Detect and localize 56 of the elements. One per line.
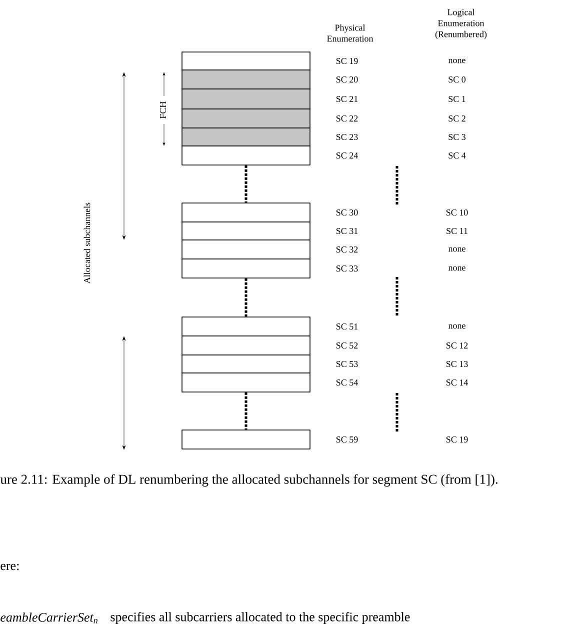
subchannel-box [182, 240, 310, 260]
logical-number: none [448, 247, 466, 252]
logical-number: SC 3 [448, 134, 466, 140]
subchannel-box [182, 222, 310, 240]
logical-number: SC 0 [448, 76, 466, 83]
logical-number: SC 14 [446, 379, 468, 386]
physical-number: SC 54 [336, 379, 358, 386]
logical-number: SC 19 [446, 436, 468, 443]
subchannel-box [182, 202, 310, 222]
physical-number: SC 59 [336, 436, 358, 443]
column-header: Physical Enumeration [327, 24, 374, 42]
logical-number: SC 13 [446, 360, 468, 368]
physical-number: SC 52 [336, 342, 358, 349]
subchannel-box [182, 88, 310, 110]
dimension-label: Allocated subchannels [84, 202, 90, 284]
logical-number: SC 1 [448, 96, 466, 102]
subchannel-box [182, 70, 310, 90]
formula-text: eambleCarrierSet$_{n}$ [0, 612, 98, 624]
subchannel-box [182, 372, 310, 392]
physical-number: SC 24 [336, 152, 358, 159]
subchannel-box [182, 108, 310, 128]
column-header: Logical Enumeration (Renumbered) [435, 8, 487, 40]
caption: ure 2.11: Example of DL renumbering the allocated subchannels for segment SC (from [1]). [0, 474, 498, 487]
physical-number: SC 30 [336, 209, 358, 216]
physical-number: SC 32 [336, 246, 358, 253]
physical-number: SC 19 [336, 58, 358, 64]
dotted-connector [244, 165, 248, 203]
logical-number: none [448, 324, 466, 329]
physical-number: SC 20 [336, 76, 358, 83]
subchannel-box [182, 52, 310, 70]
subchannel-box [182, 146, 310, 166]
physical-number: SC 22 [336, 115, 358, 122]
logical-number: SC 11 [446, 228, 468, 234]
physical-number: SC 33 [336, 265, 358, 272]
physical-number: SC 53 [336, 360, 358, 368]
dotted-connector [244, 278, 248, 317]
physical-number: SC 51 [336, 323, 358, 330]
logical-number: SC 12 [446, 342, 468, 349]
subchannel-box [182, 316, 310, 336]
physical-number: SC 21 [336, 96, 358, 102]
subchannel-box [182, 430, 310, 450]
body-text: ere: [0, 564, 19, 570]
physical-number: SC 23 [336, 134, 358, 140]
subchannel-box [182, 258, 310, 278]
dotted-connector [244, 392, 248, 430]
dimension-label: FCH [160, 102, 166, 118]
subchannel-box [182, 336, 310, 356]
logical-number: SC 10 [446, 209, 468, 216]
logical-number: SC 4 [448, 152, 466, 159]
logical-number: none [448, 266, 466, 271]
logical-number: none [448, 58, 466, 64]
body-text: specifies all subcarriers allocated to the specific preamble [110, 612, 410, 624]
subchannel-box [182, 128, 310, 146]
physical-number: SC 31 [336, 228, 358, 234]
logical-number: SC 2 [448, 115, 466, 122]
subchannel-box [182, 354, 310, 374]
